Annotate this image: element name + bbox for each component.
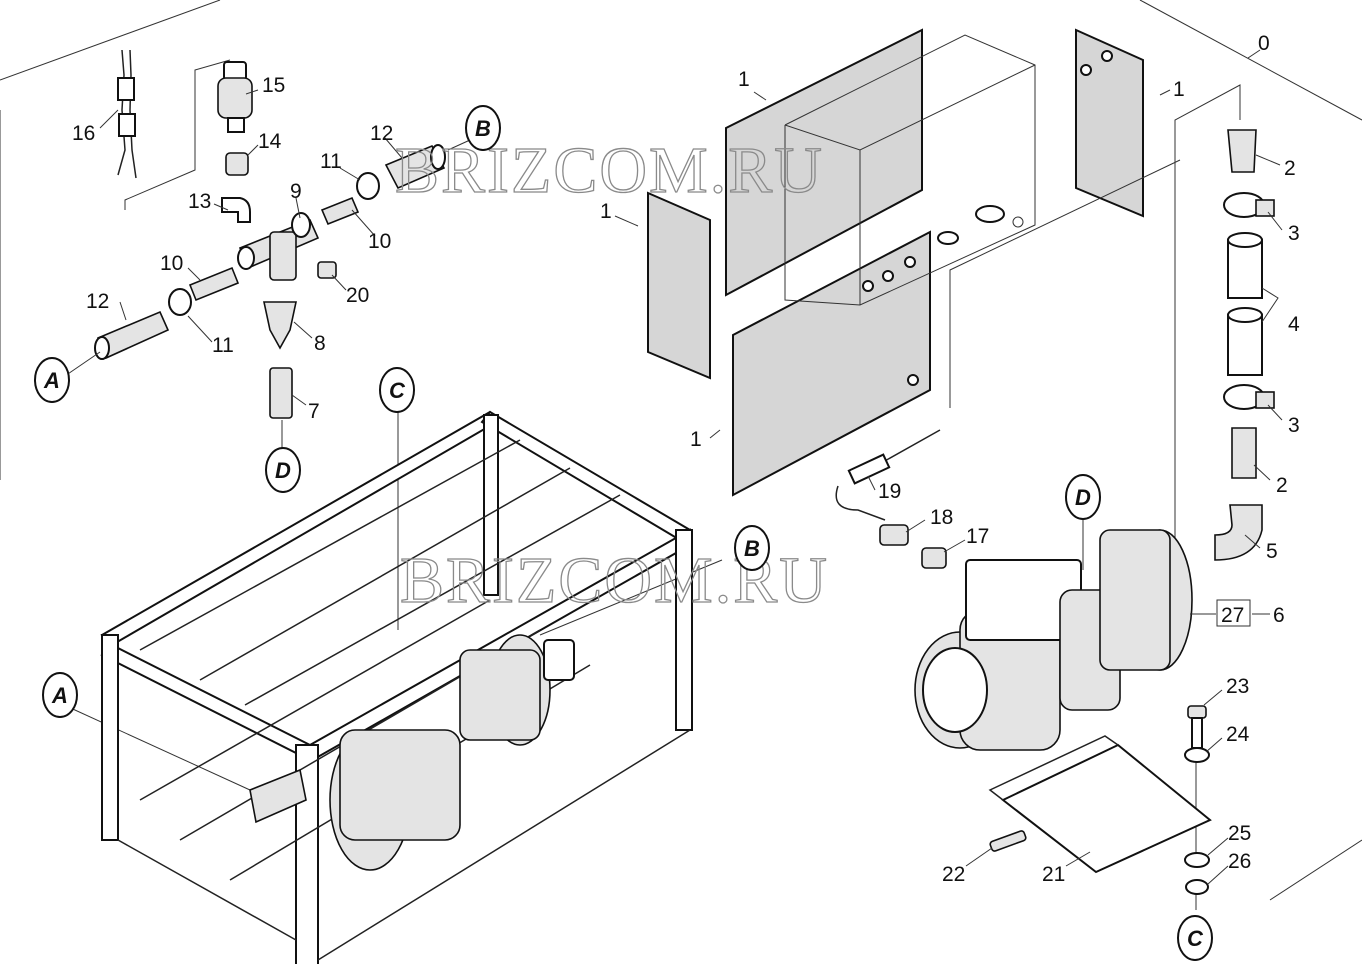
elbow-5 — [1214, 504, 1263, 561]
part-label-27: 27 — [1221, 604, 1244, 627]
marker-a-top: A — [34, 357, 70, 403]
part-label-1: 1 — [1173, 78, 1185, 101]
marker-d-label: D — [1075, 485, 1091, 510]
elbow-13 — [221, 197, 251, 223]
fitting-14 — [225, 152, 249, 176]
part-label-1: 1 — [738, 68, 750, 91]
part-label-2: 2 — [1284, 157, 1296, 180]
washer-24 — [1184, 747, 1210, 763]
part-label-10: 10 — [160, 252, 183, 275]
hose-12-top — [384, 144, 446, 190]
marker-b-top: B — [465, 105, 501, 151]
reducer-8 — [263, 301, 297, 350]
leader-lines — [99, 89, 1283, 885]
part-label-11: 11 — [212, 334, 234, 357]
part-label-0: 0 — [1258, 32, 1270, 55]
clamp-11-right — [356, 172, 380, 200]
marker-c-bottom: C — [1177, 915, 1213, 961]
marker-c-top: C — [379, 367, 415, 413]
clamp-3-bottom — [1223, 384, 1275, 410]
part-label-3: 3 — [1288, 222, 1300, 245]
part-label-20: 20 — [346, 284, 369, 307]
nipple-7 — [269, 367, 293, 419]
washer-25 — [1184, 852, 1210, 868]
fitting-2-bottom — [1231, 427, 1257, 479]
marker-d-left: D — [265, 447, 301, 493]
marker-a-bottom: A — [42, 672, 78, 718]
part-label-25: 25 — [1228, 822, 1251, 845]
cable-19 — [835, 429, 941, 521]
hose-bracket-lines — [949, 84, 1241, 545]
part-label-14: 14 — [258, 130, 282, 153]
marker-c-label: C — [389, 378, 406, 403]
tee-9 — [237, 212, 320, 281]
nipple-10-left — [188, 266, 240, 302]
part-label-11: 11 — [320, 150, 342, 173]
assembly-boundary — [0, 0, 1362, 901]
gland-17 — [921, 547, 947, 569]
part-label-23: 23 — [1226, 675, 1249, 698]
part-label-6: 6 — [1273, 604, 1285, 627]
panel-1-bottom — [732, 230, 931, 497]
pump-in-frame — [249, 634, 575, 871]
hose-12-left — [94, 310, 170, 360]
part-label-17: 17 — [966, 525, 989, 548]
plug-20 — [317, 261, 337, 279]
marker-b-middle: B — [734, 525, 770, 571]
part-label-13: 13 — [188, 190, 211, 213]
part-label-2: 2 — [1276, 474, 1288, 497]
marker-d-right: D — [1065, 474, 1101, 520]
nipple-10-right — [320, 196, 360, 226]
cable-16 — [117, 49, 231, 210]
panel-1-left — [647, 191, 711, 380]
box-housing — [784, 34, 1036, 306]
part-label-24: 24 — [1226, 723, 1250, 746]
frame — [100, 410, 693, 964]
part-label-3: 3 — [1288, 414, 1300, 437]
part-label-1: 1 — [690, 428, 702, 451]
part-label-5: 5 — [1266, 540, 1278, 563]
marker-a-label: A — [51, 683, 68, 708]
motor-pump-6 — [914, 529, 1193, 751]
rod-22 — [989, 830, 1027, 852]
part-label-8: 8 — [314, 332, 326, 355]
clamp-11-left — [168, 288, 192, 316]
part-label-27-box — [1216, 599, 1251, 627]
bolt-23 — [1187, 705, 1207, 749]
part-label-16: 16 — [72, 122, 95, 145]
marker-b-label: B — [744, 536, 760, 561]
clamp-3-top — [1223, 192, 1275, 218]
part-label-22: 22 — [942, 863, 965, 886]
part-label-10: 10 — [368, 230, 391, 253]
nut-26 — [1185, 879, 1209, 895]
part-label-26: 26 — [1228, 850, 1251, 873]
marker-d-label: D — [275, 458, 291, 483]
watermark-top: BRIZCOM.RU — [395, 134, 824, 207]
part-label-18: 18 — [930, 506, 953, 529]
part-label-21: 21 — [1042, 863, 1065, 886]
part-label-15: 15 — [262, 74, 285, 97]
pressure-switch-15 — [217, 61, 253, 133]
panel-1-right — [1075, 28, 1144, 218]
part-label-4: 4 — [1288, 313, 1300, 336]
part-label-12: 12 — [86, 290, 109, 313]
marker-c-label: C — [1187, 926, 1204, 951]
gland-18 — [879, 524, 909, 546]
part-label-19: 19 — [878, 480, 901, 503]
part-label-1: 1 — [600, 200, 612, 223]
marker-b-label: B — [475, 116, 491, 141]
part-label-9: 9 — [290, 180, 302, 203]
hose-4 — [1227, 232, 1263, 376]
panel-1-top-left — [725, 28, 923, 297]
part-label-7: 7 — [308, 400, 320, 423]
part-label-12: 12 — [370, 122, 393, 145]
fitting-2-top — [1227, 129, 1257, 173]
base-plate-21 — [988, 735, 1212, 874]
marker-a-label: A — [43, 368, 60, 393]
